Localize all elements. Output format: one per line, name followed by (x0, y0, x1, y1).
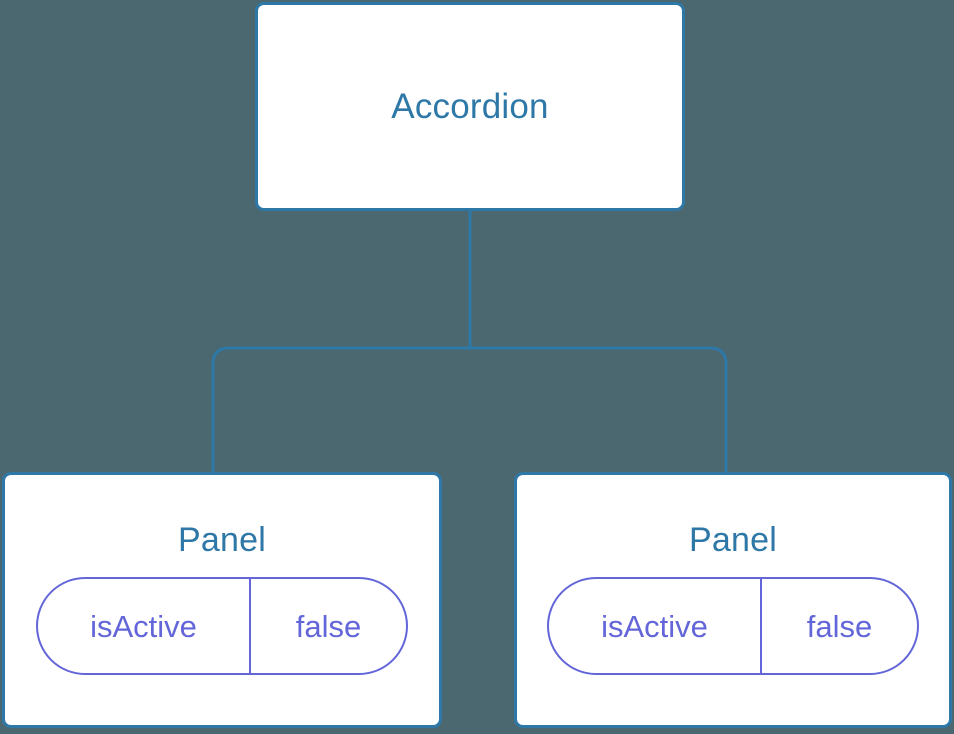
prop-value: false (295, 608, 362, 644)
node-title-panel: Panel (689, 521, 777, 559)
prop-key: isActive (38, 579, 251, 673)
tree-node-panel-right[interactable]: Panel isActive false (514, 472, 952, 728)
node-title-accordion: Accordion (391, 87, 549, 126)
prop-badge-isactive[interactable]: isActive false (547, 577, 919, 675)
prop-badge-isactive[interactable]: isActive false (36, 577, 408, 675)
connector-branch-left (211, 346, 470, 474)
node-title-panel: Panel (178, 521, 266, 559)
tree-node-accordion[interactable]: Accordion (255, 2, 685, 211)
prop-key: isActive (549, 579, 762, 673)
prop-value: false (806, 608, 873, 644)
connector-branch-right (470, 346, 728, 474)
tree-node-panel-left[interactable]: Panel isActive false (2, 472, 442, 728)
